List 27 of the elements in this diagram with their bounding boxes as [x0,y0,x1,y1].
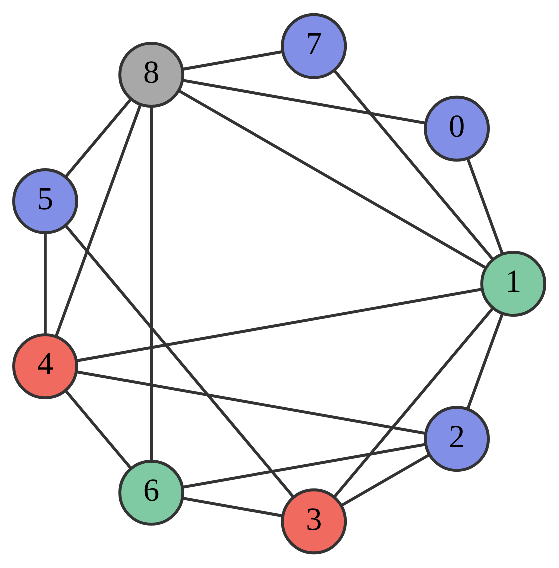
connector [334,70,494,260]
node-circle: 3 [281,488,348,555]
node-circle: 6 [118,460,185,526]
connector [150,107,154,462]
node-circle: 8 [118,42,185,108]
connector [64,390,132,470]
connector [182,497,284,518]
connector [334,308,494,498]
connector [178,90,486,270]
node-circle: 1 [480,251,546,317]
connector [76,288,483,362]
connector [182,50,284,71]
connector [44,233,47,335]
node-circle: 5 [12,168,78,234]
connector [76,370,426,435]
connector [466,313,504,410]
connector [55,104,142,337]
connector [340,454,430,507]
node-circle: 7 [281,13,348,80]
connector [466,158,504,255]
connector [182,443,426,489]
connector [182,79,426,125]
node-circle: 4 [12,334,78,400]
node-circle: 2 [424,406,490,472]
connector [64,98,132,178]
connector [64,224,295,498]
node-circle: 0 [424,96,490,162]
